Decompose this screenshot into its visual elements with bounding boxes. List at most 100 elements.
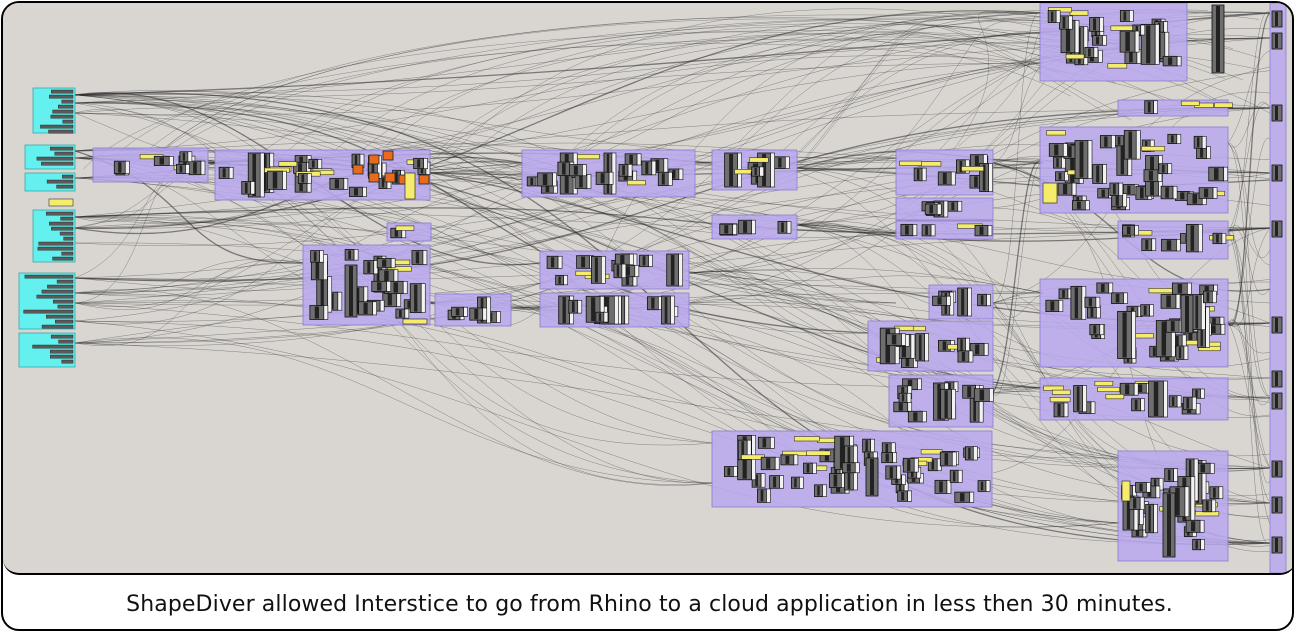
component-icon[interactable]: [552, 172, 557, 187]
component-icon[interactable]: [1128, 131, 1133, 159]
component-icon[interactable]: [1135, 527, 1140, 536]
component-icon[interactable]: [1192, 194, 1198, 204]
component-icon[interactable]: [298, 163, 303, 173]
parameter-icon[interactable]: [61, 251, 74, 256]
component-icon[interactable]: [817, 485, 820, 496]
component-icon[interactable]: [1063, 402, 1069, 418]
component-icon[interactable]: [1090, 401, 1096, 414]
component-icon[interactable]: [1206, 292, 1210, 302]
component-icon[interactable]: [168, 155, 174, 166]
component-icon[interactable]: [1099, 324, 1105, 336]
component-icon[interactable]: [898, 403, 903, 411]
component-icon[interactable]: [901, 386, 905, 398]
parameter-icon[interactable]: [37, 246, 74, 251]
component-icon[interactable]: [667, 171, 673, 186]
component-icon[interactable]: [1190, 476, 1196, 523]
component-icon[interactable]: [1167, 494, 1171, 556]
component-icon[interactable]: [913, 412, 918, 421]
component-icon[interactable]: [967, 287, 972, 317]
parameter-icon[interactable]: [61, 359, 74, 364]
component-icon[interactable]: [779, 475, 784, 489]
parameter-icon[interactable]: [40, 124, 74, 129]
component-icon[interactable]: [645, 162, 649, 174]
parameter-icon[interactable]: [50, 349, 74, 354]
component-icon[interactable]: [474, 308, 479, 320]
component-icon[interactable]: [1195, 403, 1201, 415]
component-icon[interactable]: [895, 475, 899, 484]
component-icon[interactable]: [1126, 226, 1131, 235]
component-icon[interactable]: [244, 182, 248, 194]
component-icon[interactable]: [727, 467, 731, 476]
component-icon[interactable]: [420, 283, 426, 313]
component-icon[interactable]: [1093, 325, 1097, 334]
component-icon[interactable]: [1221, 232, 1227, 244]
group-icon[interactable]: [1269, 3, 1287, 573]
component-icon[interactable]: [973, 446, 978, 461]
slider-icon[interactable]: [1049, 397, 1071, 403]
component-icon[interactable]: [936, 203, 942, 215]
component-icon[interactable]: [586, 174, 592, 189]
component-icon[interactable]: [907, 459, 911, 472]
component-icon[interactable]: [1146, 25, 1151, 64]
component-icon[interactable]: [766, 458, 771, 469]
component-icon[interactable]: [901, 491, 905, 501]
slider-icon[interactable]: [1094, 380, 1114, 387]
component-icon[interactable]: [319, 250, 324, 263]
component-icon[interactable]: [1062, 289, 1065, 298]
component-icon[interactable]: [664, 297, 668, 323]
slider-icon[interactable]: [899, 160, 922, 166]
component-icon[interactable]: [1112, 184, 1116, 195]
output-component-icon[interactable]: [1275, 222, 1278, 236]
component-icon[interactable]: [1096, 165, 1100, 183]
component-icon[interactable]: [422, 250, 428, 265]
component-icon[interactable]: [950, 171, 956, 186]
component-icon[interactable]: [1148, 505, 1151, 532]
component-icon[interactable]: [942, 172, 947, 185]
component-icon[interactable]: [942, 341, 947, 351]
component-icon[interactable]: [622, 165, 625, 176]
output-component-icon[interactable]: [1275, 394, 1278, 408]
slider-icon[interactable]: [402, 318, 428, 325]
component-icon[interactable]: [1108, 282, 1114, 294]
component-icon[interactable]: [1125, 384, 1130, 395]
component-icon[interactable]: [571, 301, 575, 313]
component-icon[interactable]: [272, 172, 278, 189]
component-icon[interactable]: [663, 158, 669, 173]
component-icon[interactable]: [1183, 345, 1189, 360]
component-icon[interactable]: [1115, 194, 1119, 206]
component-icon[interactable]: [315, 255, 320, 279]
component-icon[interactable]: [1195, 295, 1199, 329]
component-icon[interactable]: [759, 166, 764, 177]
component-icon[interactable]: [1065, 21, 1071, 52]
component-icon[interactable]: [455, 308, 460, 316]
slider-icon[interactable]: [1097, 386, 1120, 393]
component-icon[interactable]: [1211, 499, 1217, 513]
component-icon[interactable]: [582, 164, 587, 177]
component-icon[interactable]: [988, 163, 993, 192]
component-icon[interactable]: [678, 253, 684, 287]
component-icon[interactable]: [1201, 136, 1207, 149]
component-icon[interactable]: [1140, 24, 1146, 36]
component-icon[interactable]: [562, 163, 566, 175]
component-icon[interactable]: [118, 162, 122, 173]
component-icon[interactable]: [1129, 10, 1134, 22]
component-icon[interactable]: [1120, 142, 1124, 175]
component-icon[interactable]: [1129, 50, 1133, 63]
component-icon[interactable]: [193, 162, 197, 174]
component-icon[interactable]: [822, 484, 827, 497]
component-icon[interactable]: [1216, 6, 1220, 72]
component-icon[interactable]: [910, 468, 914, 478]
output-component-icon[interactable]: [1275, 462, 1278, 476]
component-icon[interactable]: [1176, 239, 1181, 252]
slider-icon[interactable]: [1065, 53, 1085, 60]
component-icon[interactable]: [980, 481, 984, 491]
output-component-icon[interactable]: [1275, 34, 1278, 48]
component-icon[interactable]: [1050, 301, 1055, 311]
parameter-icon[interactable]: [24, 274, 74, 279]
component-icon[interactable]: [379, 300, 385, 312]
component-icon[interactable]: [608, 171, 614, 185]
component-icon[interactable]: [913, 457, 919, 473]
slider-icon[interactable]: [1110, 25, 1134, 31]
component-icon[interactable]: [907, 401, 913, 413]
component-icon[interactable]: [774, 456, 780, 470]
